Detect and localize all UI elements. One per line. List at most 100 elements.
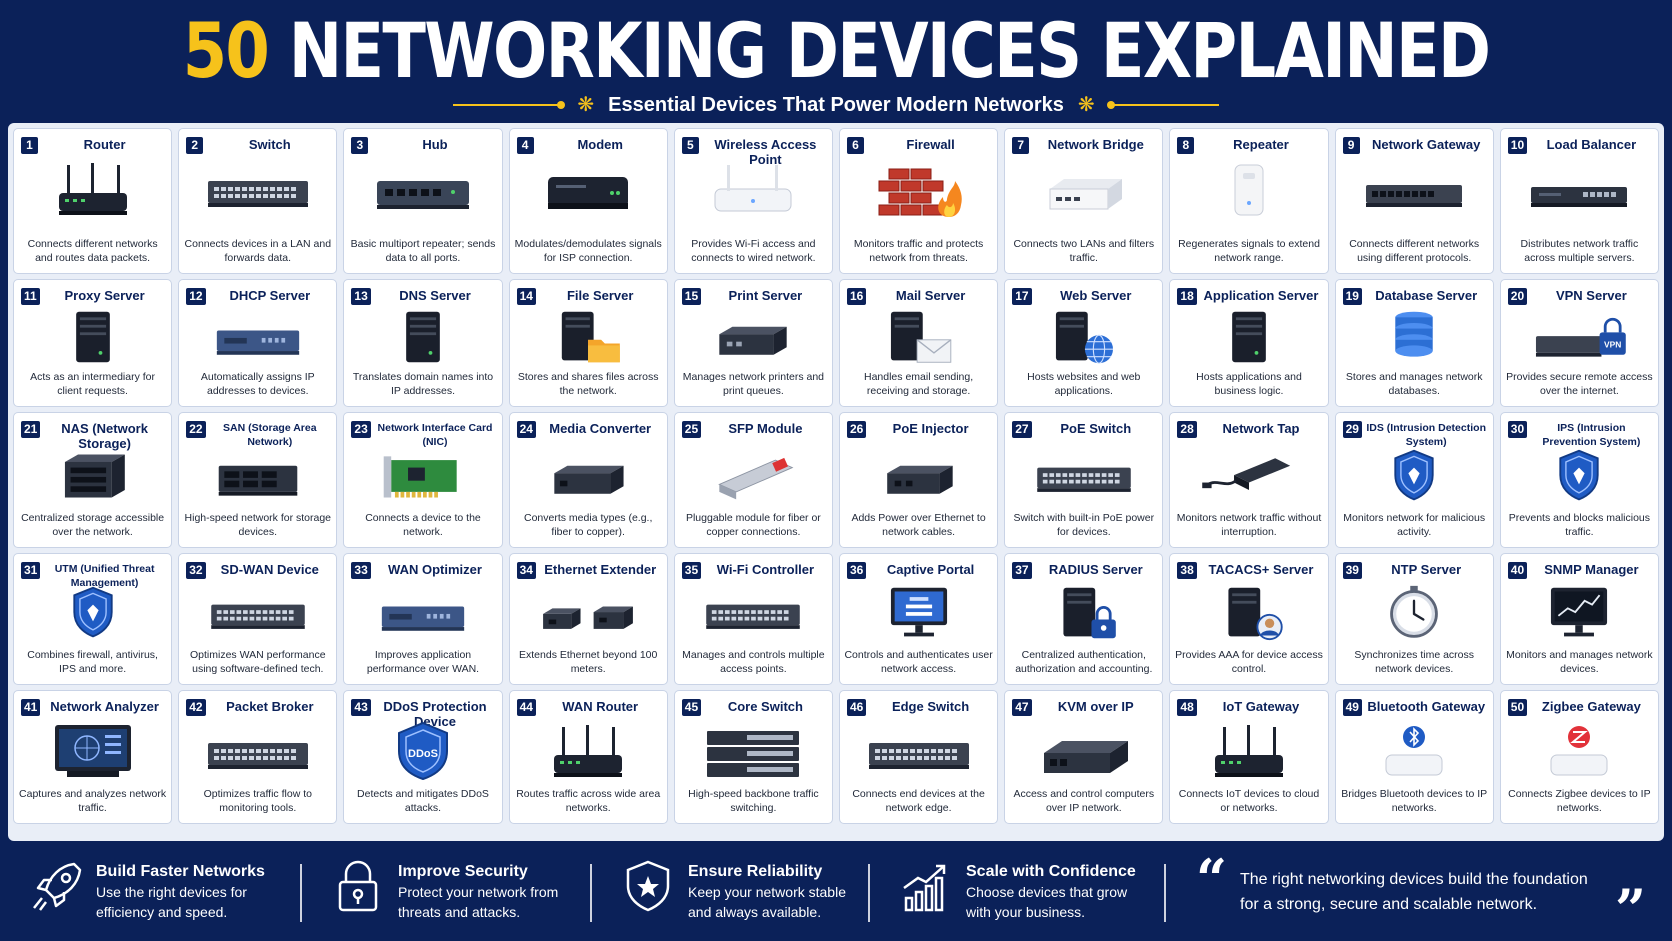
device-title: Packet Broker xyxy=(226,699,314,714)
device-title: Media Converter xyxy=(549,421,652,436)
subtitle-row: ❋ Essential Devices That Power Modern Ne… xyxy=(0,92,1672,118)
subtitle-divider-left xyxy=(453,101,566,109)
monitor-icon xyxy=(890,587,947,637)
zigbee-gateway-icon xyxy=(1550,726,1608,776)
device-number-badge: 35 xyxy=(681,562,702,579)
switch-icon xyxy=(1037,467,1131,492)
device-number-badge: 17 xyxy=(1012,288,1032,305)
device-title: Application Server xyxy=(1203,288,1319,303)
database-icon xyxy=(1395,311,1433,357)
mail-server-icon xyxy=(890,311,951,363)
device-number-badge: 32 xyxy=(186,562,206,579)
device-number-badge: 22 xyxy=(186,421,206,438)
footer-desc-line: Keep your network stable xyxy=(688,883,846,900)
bridge-icon xyxy=(1049,179,1122,210)
device-number-badge: 28 xyxy=(1177,421,1197,438)
core-switch-icon xyxy=(707,731,800,777)
switch-icon xyxy=(207,181,308,207)
device-title: DDoS Protection Device xyxy=(383,699,487,729)
device-title: Wireless Access Point xyxy=(714,137,817,167)
device-number-badge: 15 xyxy=(681,288,702,305)
footer-item-security: Improve Security Protect your network fr… xyxy=(302,858,590,928)
device-number-badge: 45 xyxy=(681,699,702,716)
growth-chart-icon xyxy=(903,864,946,911)
router-icon xyxy=(1214,725,1283,777)
device-title: SAN (Storage Area Network) xyxy=(223,422,317,448)
print-server-icon xyxy=(719,326,788,355)
nas-icon xyxy=(64,454,125,498)
footer-desc-line: with your business. xyxy=(966,903,1086,920)
device-title: Print Server xyxy=(728,288,803,303)
device-description: Hosts websites and web applications. xyxy=(1027,371,1141,397)
padlock-icon xyxy=(338,860,378,911)
footer-divider xyxy=(868,863,870,922)
network-node-icon: ❋ xyxy=(577,94,595,116)
device-title: SD-WAN Device xyxy=(220,562,319,577)
quote-open-mark: “ xyxy=(1196,846,1228,911)
device-description: Prevents and blocks malicious traffic. xyxy=(1508,512,1650,538)
footer-desc-line: threats and attacks. xyxy=(398,903,521,920)
media-converter-icon xyxy=(554,465,624,494)
lock-server-icon xyxy=(1063,587,1116,639)
device-description: Centralized storage accessible over the … xyxy=(21,512,165,538)
device-description: Detects and mitigates DDoS attacks. xyxy=(357,788,489,814)
footer-item-faster: Build Faster Networks Use the right devi… xyxy=(0,858,300,928)
device-title: Network Analyzer xyxy=(50,699,159,714)
footer-item-scale: Scale with Confidence Choose devices tha… xyxy=(870,858,1164,928)
device-number-badge: 6 xyxy=(846,137,864,154)
device-number-badge: 43 xyxy=(351,699,371,716)
server-icon xyxy=(406,311,440,363)
device-number-badge: 21 xyxy=(21,421,41,438)
device-title: Network Tap xyxy=(1222,421,1300,436)
bluetooth-gateway-icon xyxy=(1385,726,1443,776)
device-number-badge: 29 xyxy=(1342,421,1362,438)
device-number-badge: 37 xyxy=(1012,562,1032,579)
device-description: Connects different networks using differ… xyxy=(1349,238,1480,264)
device-description: Handles email sending, receiving and sto… xyxy=(864,371,974,397)
device-number-badge: 48 xyxy=(1177,699,1197,716)
device-title: Network Bridge xyxy=(1047,137,1144,152)
switch-icon xyxy=(207,743,308,769)
device-number-badge: 47 xyxy=(1012,699,1032,716)
device-description: Provides secure remote access over the i… xyxy=(1506,371,1653,397)
device-number-badge: 41 xyxy=(21,699,41,716)
device-number-badge: 31 xyxy=(21,562,41,579)
switch-icon xyxy=(211,604,305,629)
switch-icon xyxy=(868,743,969,769)
device-description: Connects end devices at the network edge… xyxy=(852,788,985,814)
device-number-badge: 20 xyxy=(1507,288,1528,305)
footer-heading: Ensure Reliability xyxy=(688,862,823,880)
rack-server-icon xyxy=(216,330,299,355)
footer-item-reliability: Ensure Reliability Keep your network sta… xyxy=(592,858,868,928)
hub-icon xyxy=(376,181,469,209)
device-title: SFP Module xyxy=(728,421,803,436)
device-description: Converts media types (e.g., fiber to cop… xyxy=(524,512,653,538)
device-title: PoE Switch xyxy=(1060,421,1132,436)
device-description: Connects IoT devices to cloud or network… xyxy=(1178,788,1320,814)
modem-icon xyxy=(548,177,629,209)
footer: Build Faster Networks Use the right devi… xyxy=(0,844,1672,941)
device-description: Modulates/demodulates signals for ISP co… xyxy=(514,238,662,264)
device-title: Captive Portal xyxy=(886,562,975,577)
header: 50 NETWORKING DEVICES EXPLAINED ❋ Essent… xyxy=(0,0,1672,122)
device-description: Basic multiport repeater; sends data to … xyxy=(350,238,496,264)
device-number-badge: 39 xyxy=(1342,562,1362,579)
vpn-icon: VPN xyxy=(1536,317,1627,357)
device-number-badge: 34 xyxy=(516,562,536,579)
chart-monitor-icon xyxy=(1551,587,1608,637)
device-number-badge: 42 xyxy=(186,699,206,716)
device-title: PoE Injector xyxy=(892,421,969,436)
